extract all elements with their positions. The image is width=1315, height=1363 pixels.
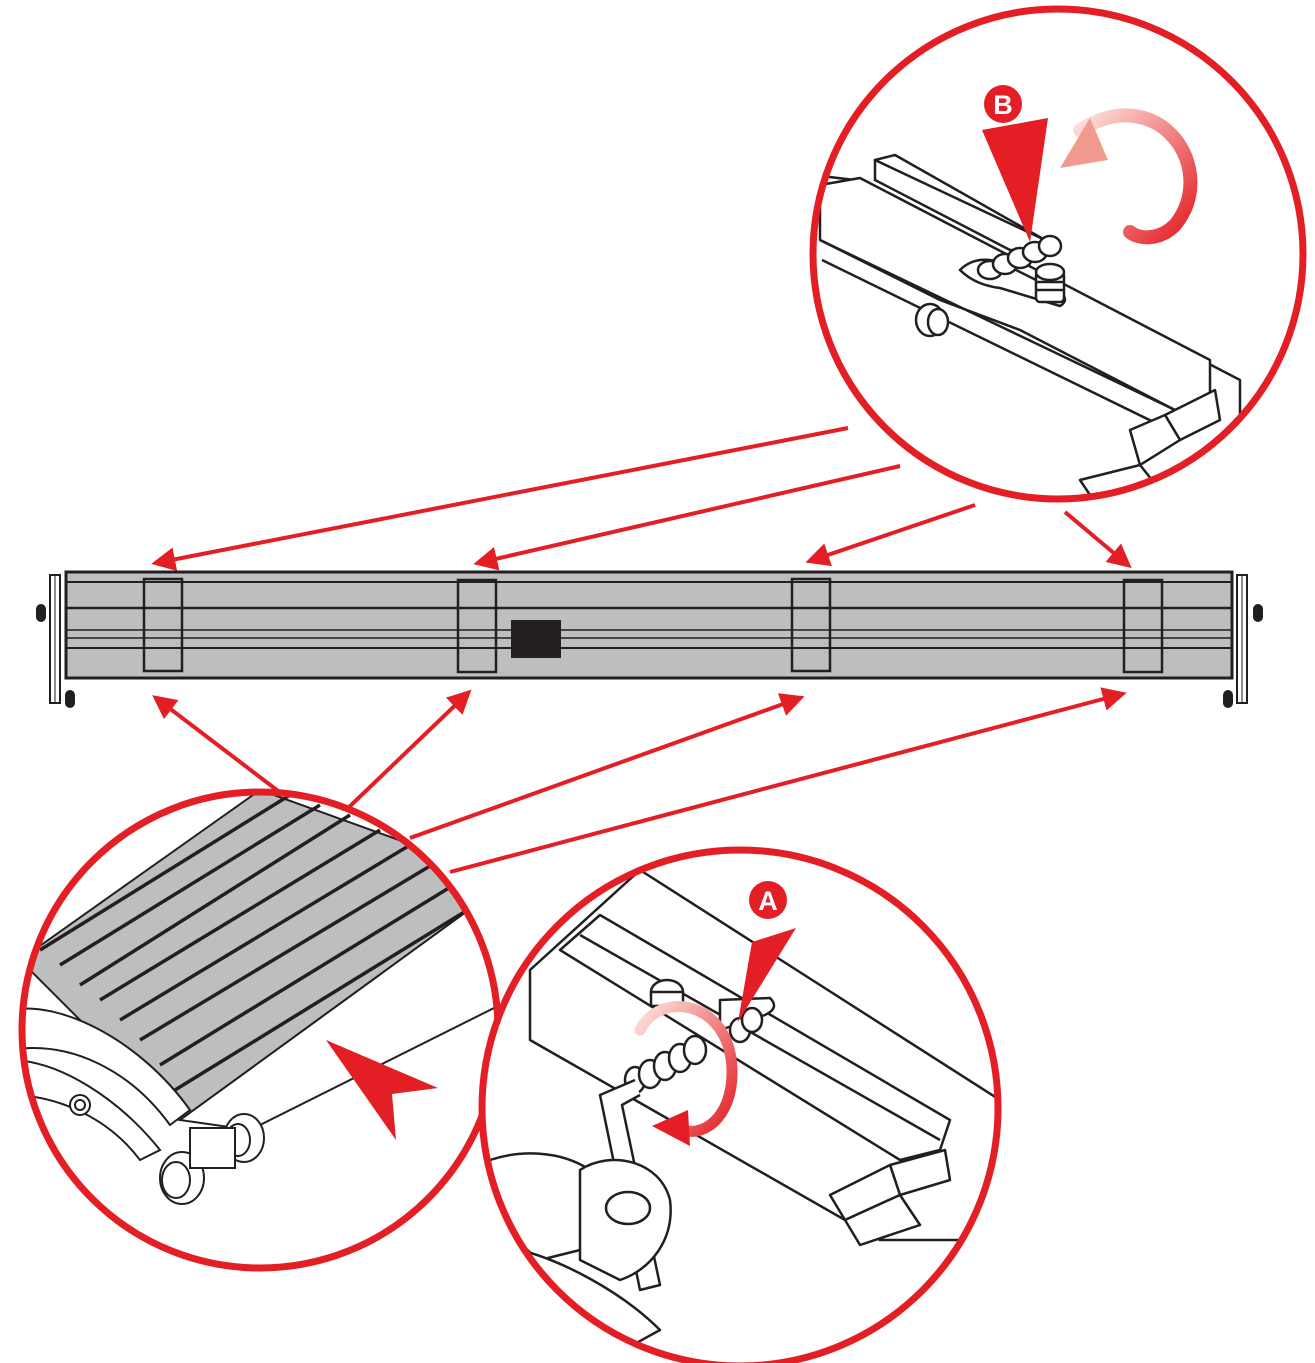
connector-arrow — [473, 464, 901, 571]
callout-badge-b: B — [984, 85, 1022, 123]
main-rail — [36, 570, 1263, 708]
connector-arrow — [805, 503, 976, 567]
connector-arrow — [344, 689, 472, 812]
label-block — [511, 620, 561, 658]
adjustment-screw — [976, 234, 1066, 304]
hand-illustration — [488, 1152, 672, 1363]
pointer-arrow-icon — [738, 928, 796, 1022]
connector-arrow — [409, 693, 805, 840]
bracket-slot — [790, 577, 832, 673]
detail-circle-b: B — [809, 5, 1307, 503]
callout-badge-a: A — [749, 881, 787, 919]
right-end-cap — [1223, 574, 1263, 708]
detail-circle-a: A — [478, 846, 1002, 1363]
rotate-arrow-icon — [634, 1001, 738, 1146]
connector-arrow — [152, 695, 292, 802]
bracket-slot — [142, 577, 184, 673]
adjustment-screw — [623, 1006, 764, 1095]
detail-circle-end — [18, 788, 502, 1272]
left-end-cap — [36, 574, 75, 708]
bracket-slot — [1122, 578, 1164, 674]
connector-arrow — [1063, 510, 1132, 569]
connector-arrow — [449, 687, 1127, 874]
connector-arrows-bottom — [152, 687, 1127, 874]
pointer-arrow-icon — [326, 1040, 438, 1140]
pointer-arrow-icon — [982, 118, 1048, 242]
bracket-slot — [456, 578, 498, 674]
callout-label-b: B — [993, 90, 1013, 120]
rotate-arrow-icon — [1060, 108, 1198, 245]
connector-arrow — [151, 426, 849, 572]
connector-arrows-top — [151, 426, 1132, 572]
callout-label-a: A — [758, 886, 778, 916]
